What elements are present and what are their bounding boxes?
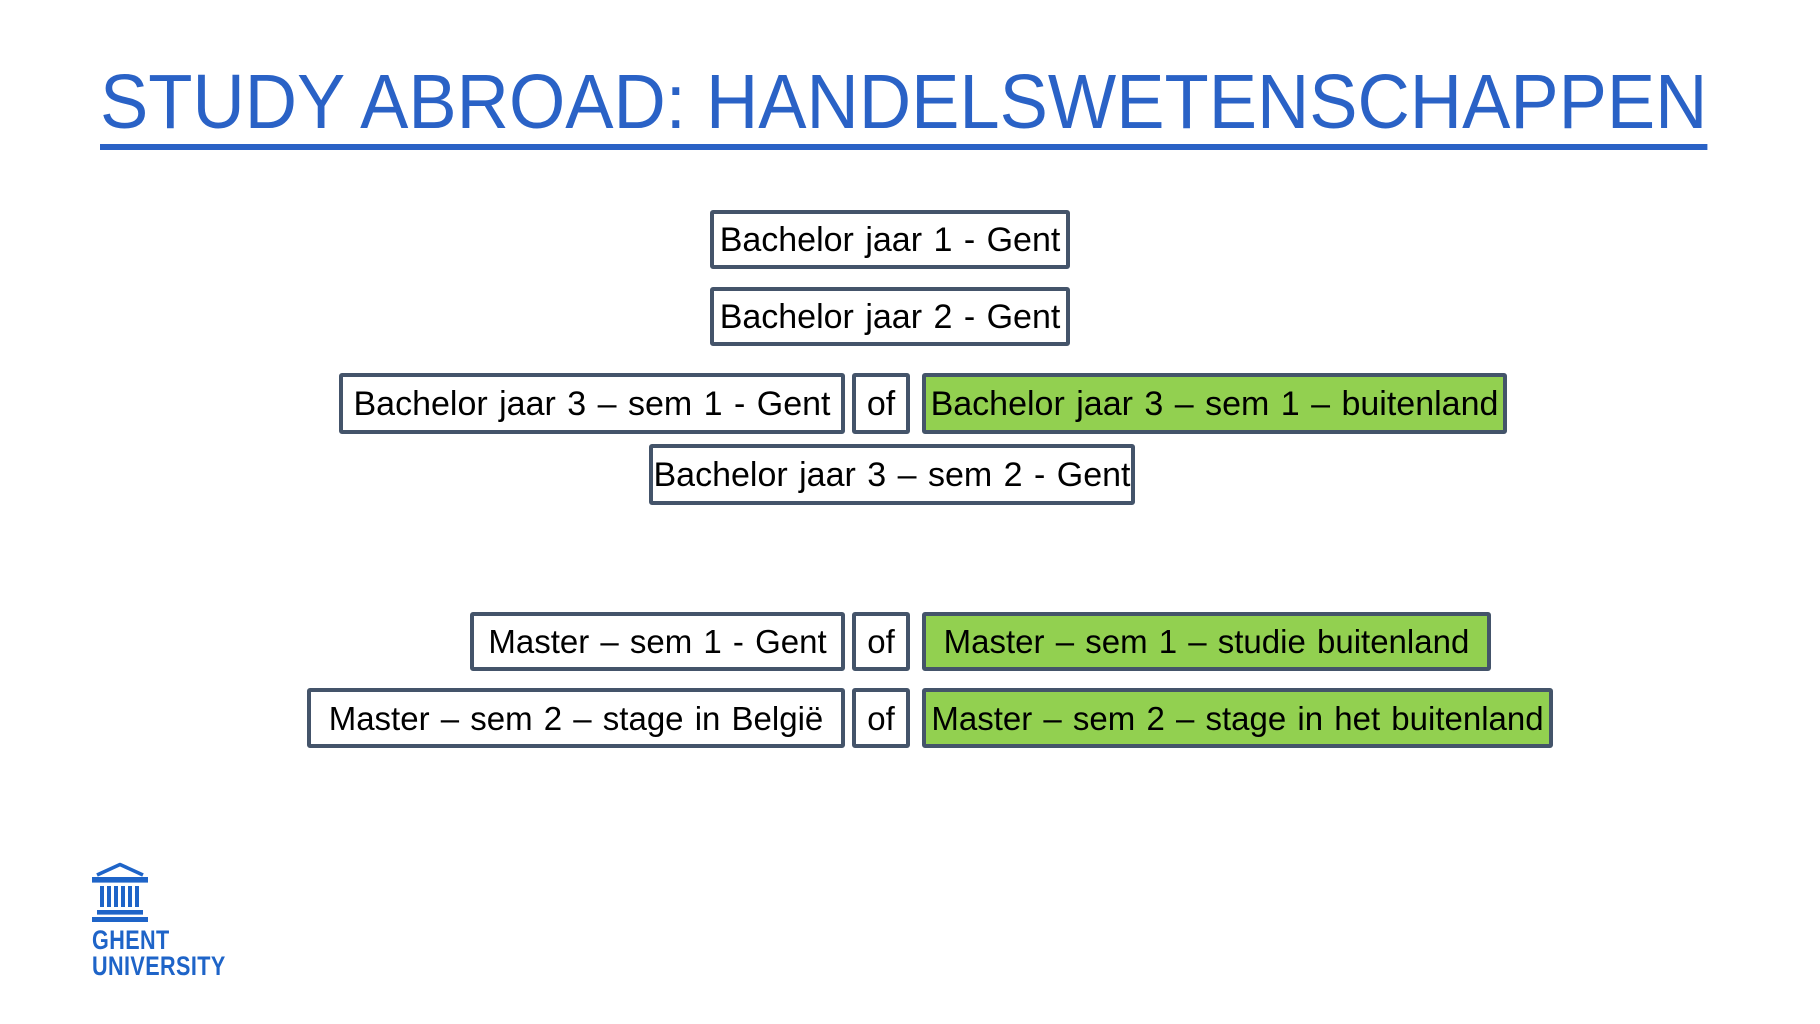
of-connector-master-sem-2: of [852, 688, 910, 748]
of-label: of [867, 699, 895, 737]
box-label: Bachelor jaar 3 – sem 1 – buitenland [930, 384, 1499, 423]
of-connector-bachelor: of [852, 373, 910, 434]
ghent-university-wordmark: GHENT UNIVERSITY [92, 925, 226, 981]
box-label: Master – sem 1 - Gent [488, 623, 827, 660]
box-bachelor-jaar-2-gent: Bachelor jaar 2 - Gent [710, 287, 1070, 346]
box-label: Bachelor jaar 1 - Gent [719, 220, 1061, 259]
box-label: Bachelor jaar 3 – sem 2 - Gent [653, 455, 1131, 494]
logo-line-1: GHENT [92, 925, 170, 955]
ghent-university-temple-icon [92, 862, 148, 922]
box-bachelor-jaar-3-sem-2-gent: Bachelor jaar 3 – sem 2 - Gent [649, 444, 1135, 505]
of-connector-master-sem-1: of [852, 612, 910, 671]
box-master-sem-1-studie-buitenland: Master – sem 1 – studie buitenland [922, 612, 1491, 671]
ghent-university-logo: GHENT UNIVERSITY [92, 861, 259, 981]
of-label: of [866, 384, 896, 423]
box-master-sem-2-stage-belgie: Master – sem 2 – stage in België [307, 688, 845, 748]
box-master-sem-1-gent: Master – sem 1 - Gent [470, 612, 845, 671]
logo-line-2: UNIVERSITY [92, 951, 226, 981]
box-label: Master – sem 1 – studie buitenland [943, 623, 1470, 660]
of-label: of [867, 623, 895, 660]
box-label: Bachelor jaar 2 - Gent [719, 297, 1061, 336]
slide-title: STUDY ABROAD: HANDELSWETENSCHAPPEN [100, 63, 1708, 150]
box-bachelor-jaar-3-sem-1-buitenland: Bachelor jaar 3 – sem 1 – buitenland [922, 373, 1507, 434]
box-label: Master – sem 2 – stage in België [328, 699, 824, 737]
box-label: Bachelor jaar 3 – sem 1 - Gent [353, 384, 831, 423]
box-bachelor-jaar-1-gent: Bachelor jaar 1 - Gent [710, 210, 1070, 269]
box-master-sem-2-stage-buitenland: Master – sem 2 – stage in het buitenland [922, 688, 1553, 748]
box-label: Master – sem 2 – stage in het buitenland [931, 699, 1544, 737]
box-bachelor-jaar-3-sem-1-gent: Bachelor jaar 3 – sem 1 - Gent [339, 373, 845, 434]
